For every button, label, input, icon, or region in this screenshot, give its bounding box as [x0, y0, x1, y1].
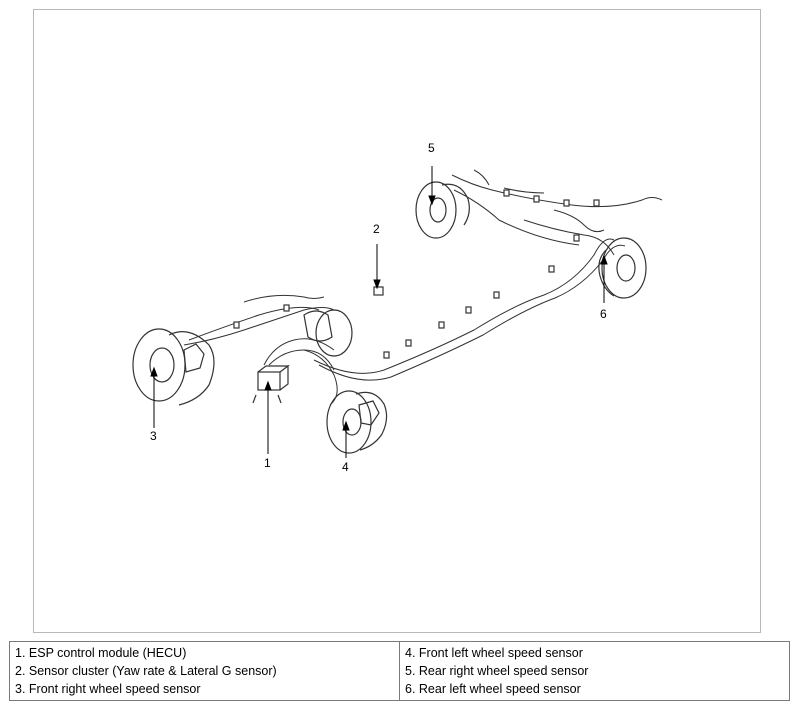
diagram-frame: 1 2 3 4 5 6 [33, 9, 761, 633]
legend-item: 5. Rear right wheel speed sensor [405, 664, 589, 678]
rear-left-brake-disc [598, 237, 647, 299]
rear-right-brake-disc [415, 181, 470, 239]
legend-item: 1. ESP control module (HECU) [15, 646, 187, 660]
legend-item: 3. Front right wheel speed sensor [15, 682, 201, 696]
legend-item: 6. Rear left wheel speed sensor [405, 682, 581, 696]
callout-4: 4 [342, 460, 349, 474]
legend-item: 2. Sensor cluster (Yaw rate & Lateral G … [15, 664, 277, 678]
line-clips [233, 189, 600, 359]
sensor-cluster [373, 286, 384, 296]
legend-column-left: 1. ESP control module (HECU) 2. Sensor c… [9, 641, 400, 701]
callout-2: 2 [373, 222, 380, 236]
callout-3: 3 [150, 429, 157, 443]
legend-item: 4. Front left wheel speed sensor [405, 646, 583, 660]
hecu-module [252, 364, 290, 404]
legend-table: 1. ESP control module (HECU) 2. Sensor c… [9, 641, 790, 701]
legend-column-right: 4. Front left wheel speed sensor 5. Rear… [399, 641, 790, 701]
callout-5: 5 [428, 141, 435, 155]
brake-lines [183, 169, 663, 406]
brake-booster [303, 309, 353, 357]
front-right-brake-disc [132, 328, 215, 406]
front-left-brake-disc [326, 390, 388, 454]
callout-6: 6 [600, 307, 607, 321]
brake-system-illustration [132, 166, 663, 458]
callout-1: 1 [264, 456, 271, 470]
